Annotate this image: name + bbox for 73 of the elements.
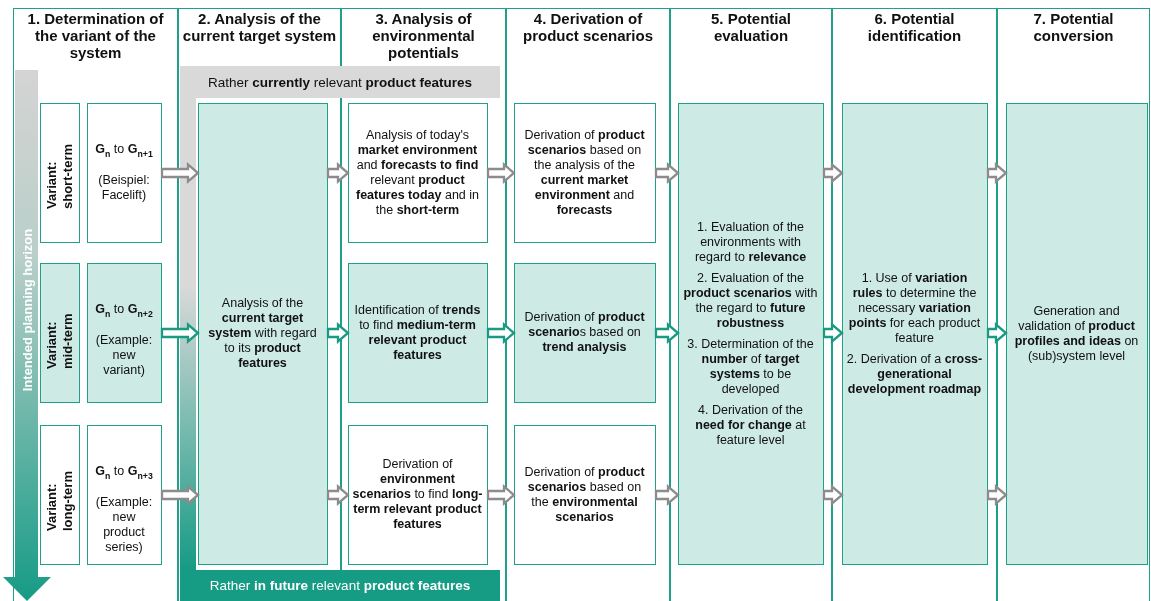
box-text: Analysis of the current target system with regard to its product features: [207, 296, 318, 371]
box-text: Analysis of today's market environment and forecasts to find relevant product features today and in the short-term: [355, 127, 480, 218]
column-heading: 4. Derivation of product scenarios: [521, 11, 654, 45]
variant-label: Variant: short-term: [43, 142, 76, 209]
variant-label: Variant: long-term: [43, 469, 76, 531]
banner-bar: [180, 66, 500, 98]
example-note: (Example: new variant): [94, 332, 154, 378]
box-text: 2. Evaluation of the product scenarios with the regard to future robustness: [682, 270, 819, 331]
process-box: [513, 424, 656, 565]
variant-box: [39, 262, 80, 403]
box-text: Derivation of product scenarios based on trend analysis: [523, 310, 646, 355]
block-arrow: [486, 484, 516, 506]
box-text: 2. Derivation of a cross-generational development roadmap: [846, 351, 983, 397]
banner-text: Rather currently relevant product features: [207, 74, 473, 90]
block-arrow: [822, 484, 844, 506]
block-arrow: [486, 162, 516, 184]
column-heading: 6. Potential identification: [866, 11, 963, 45]
block-arrow: [822, 322, 844, 344]
generation-box: [86, 262, 162, 403]
process-box: [513, 102, 656, 243]
variant-box: [39, 424, 80, 565]
process-box: [513, 262, 656, 403]
generation-range: G$_{n}$ to G$_{n+1}$: [95, 141, 153, 159]
block-arrow: [822, 162, 844, 184]
axis-label: Intended planning horizon: [19, 228, 35, 392]
box-text: Derivation of product scenarios based on the analysis of the current market environment and forecasts: [523, 127, 646, 218]
column-heading: 3. Analysis of environmental potentials: [371, 11, 476, 62]
block-arrow: [486, 322, 516, 344]
process-box: [677, 102, 824, 565]
block-arrow: [326, 484, 350, 506]
process-box: [347, 424, 488, 565]
block-arrow: [160, 162, 200, 184]
box-text: Derivation of product scenarios based on the environmental scenarios: [523, 464, 646, 525]
box-text: Identification of trends to find medium-term relevant product features: [353, 302, 482, 363]
block-arrow: [986, 162, 1008, 184]
banner-bar: [180, 570, 500, 601]
box-text: 1. Use of variation rules to determine the necessary variation points for each product feature: [847, 270, 982, 346]
column-heading: 1. Determination of the variant of the system: [26, 11, 165, 62]
process-box: [347, 262, 488, 403]
box-text: Generation and validation of product profiles and ideas on (sub)system level: [1013, 303, 1140, 364]
box-text: 3. Determination of the number of target systems to be developed: [686, 336, 815, 397]
variant-label: Variant: mid-term: [43, 311, 76, 369]
variant-box: [39, 102, 80, 243]
generation-range: G$_{n}$ to G$_{n+2}$: [95, 301, 153, 319]
block-arrow: [654, 162, 680, 184]
block-arrow: [654, 484, 680, 506]
process-box: [841, 102, 988, 565]
block-arrow: [654, 322, 680, 344]
column-panel: [997, 8, 1150, 601]
banner-text: Rather in future relevant product features: [209, 578, 471, 593]
generation-range: G$_{n}$ to G$_{n+3}$: [95, 463, 153, 481]
example-note: (Example: new product series): [94, 494, 154, 555]
process-box: [1005, 102, 1148, 565]
column-heading: 2. Analysis of the current target system: [181, 11, 338, 45]
block-arrow: [160, 484, 200, 506]
process-box: [347, 102, 488, 243]
block-arrow: [986, 484, 1008, 506]
block-arrow: [986, 322, 1008, 344]
box-text: Derivation of environment scenarios to find long-term relevant product features: [352, 457, 483, 532]
column-panel: [832, 8, 997, 601]
box-text: 1. Evaluation of the environments with regard to relevance: [693, 219, 808, 265]
process-box: [197, 102, 328, 565]
box-text: 4. Derivation of the need for change at feature level: [694, 402, 807, 448]
column-heading: 5. Potential evaluation: [710, 11, 792, 45]
block-arrow: [326, 322, 350, 344]
column-panel: [506, 8, 670, 601]
generation-box: [86, 424, 162, 565]
column-panel: [670, 8, 832, 601]
column-heading: 7. Potential conversion: [1032, 11, 1115, 45]
block-arrow: [326, 162, 350, 184]
block-arrow: [160, 322, 200, 344]
generation-box: [86, 102, 162, 243]
example-note: (Beispiel: Facelift): [97, 172, 151, 203]
